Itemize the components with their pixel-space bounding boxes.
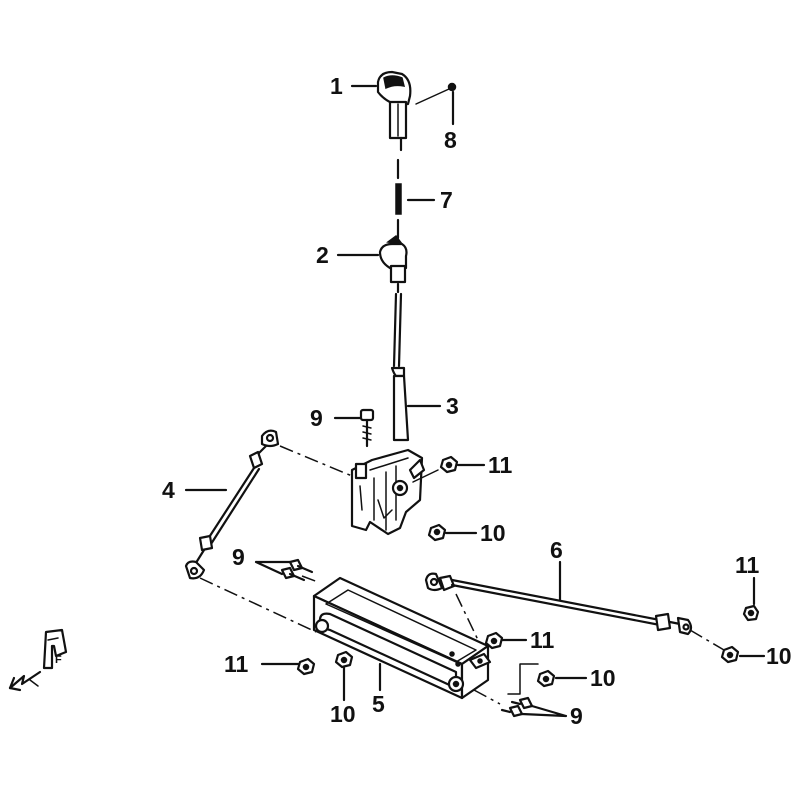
callout-10-far-right: 10	[766, 643, 792, 669]
assembly-center-lines	[199, 445, 725, 705]
callout-9-top: 9	[310, 405, 323, 431]
callout-8: 8	[444, 127, 457, 153]
callout-2: 2	[316, 242, 329, 268]
spring	[395, 158, 402, 240]
leader-lines	[184, 84, 766, 718]
callout-numbers: 1 8 7 2 3 9 11 4 10 6 9 11 11 10 11 10 1…	[162, 73, 792, 729]
shift-lever-assembly	[350, 292, 439, 536]
callout-6: 6	[550, 537, 563, 563]
callout-11-lower-left: 11	[224, 651, 249, 677]
callout-1: 1	[330, 73, 343, 99]
bolt-top	[359, 408, 375, 448]
set-screw	[415, 82, 457, 105]
lock-nut-far-right	[720, 645, 740, 664]
callout-10-lower-left: 10	[330, 701, 356, 727]
lock-nut-upper	[427, 523, 447, 542]
callout-9-right: 9	[570, 703, 583, 729]
callout-7: 7	[440, 187, 453, 213]
nut-lower-left	[296, 657, 316, 676]
front-indicator-label: F	[55, 654, 62, 666]
shift-plate-frame	[312, 576, 492, 700]
lock-nut-lower-left	[334, 650, 354, 669]
lever-collar	[378, 234, 408, 294]
callout-10-plate-right: 10	[590, 665, 616, 691]
callout-4: 4	[162, 477, 175, 503]
nut-far-right	[742, 604, 760, 622]
callout-10-upper: 10	[480, 520, 506, 546]
bolts-left	[280, 558, 314, 582]
callout-11-upper: 11	[488, 452, 513, 478]
callout-11-plate-right: 11	[530, 627, 555, 653]
link-rod-long	[424, 572, 693, 636]
callout-5: 5	[372, 691, 385, 717]
shift-link-rod	[184, 429, 280, 580]
nut-plate-right	[484, 631, 504, 650]
callout-3: 3	[446, 393, 459, 419]
shift-knob	[376, 70, 412, 152]
front-direction-indicator: F	[8, 628, 68, 692]
nut-upper	[439, 455, 459, 474]
callout-11-far-right: 11	[735, 552, 760, 578]
lock-nut-plate-right	[507, 663, 556, 695]
callout-9-left: 9	[232, 544, 245, 570]
